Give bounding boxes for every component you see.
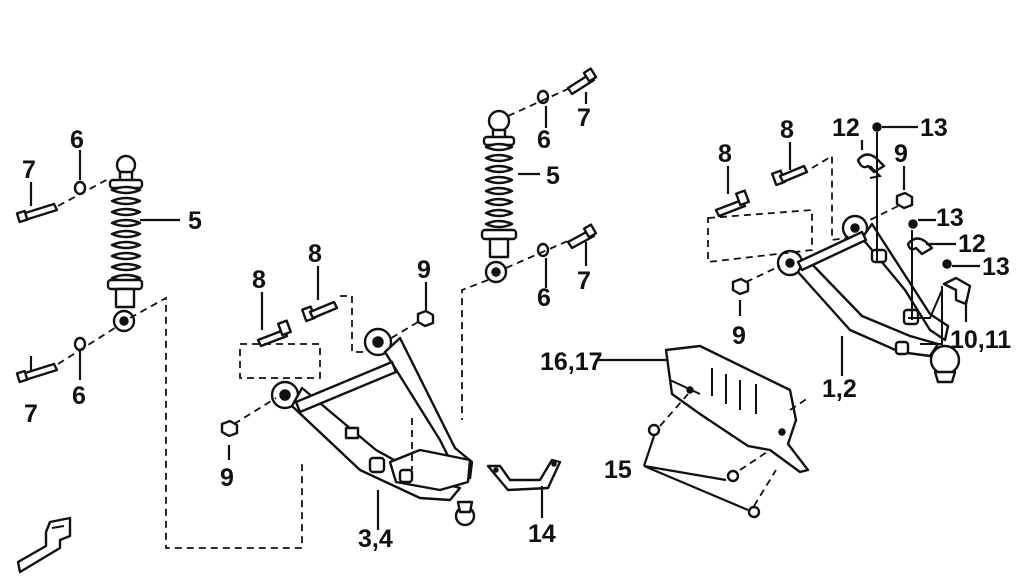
label-9-right-top: 9 xyxy=(894,140,908,168)
shock-absorber-left xyxy=(106,154,144,333)
nut-9-mid-bottom xyxy=(220,419,239,438)
nut-9-right-top xyxy=(895,191,914,210)
label-1-2: 1,2 xyxy=(822,375,857,403)
screw-15-b xyxy=(726,469,740,483)
bolt-7-right-top xyxy=(566,67,598,96)
label-5-left: 5 xyxy=(188,207,202,235)
label-6-left-top: 6 xyxy=(70,126,84,154)
bracket-14 xyxy=(486,458,562,492)
skid-plate-16-17 xyxy=(664,344,810,474)
label-9-right-bottom: 9 xyxy=(732,322,746,350)
clamp-12-mid xyxy=(906,237,934,256)
bolt-8-right-b xyxy=(770,164,809,187)
label-13-top: 13 xyxy=(920,114,948,142)
bolt-7-left-top xyxy=(15,202,59,224)
bolt-7-right-bottom xyxy=(566,223,598,250)
label-8-right-b: 8 xyxy=(780,116,794,144)
label-6-right-bottom: 6 xyxy=(537,284,551,312)
a-arm-3-4 xyxy=(270,327,476,527)
label-7-right-bottom: 7 xyxy=(577,267,591,295)
label-15: 15 xyxy=(604,456,632,484)
nut-9-mid-top xyxy=(416,309,435,328)
label-9-mid-bottom: 9 xyxy=(220,464,234,492)
screw-13-top xyxy=(872,122,882,132)
label-8-mid-a: 8 xyxy=(252,266,266,294)
label-10-11: 10,11 xyxy=(950,326,1011,354)
screw-15-c xyxy=(747,505,761,519)
label-6-left-bottom: 6 xyxy=(72,382,86,410)
label-6-right-top: 6 xyxy=(537,126,551,154)
bolt-8-mid-a xyxy=(256,319,292,348)
label-8-right-a: 8 xyxy=(718,140,732,168)
label-3-4: 3,4 xyxy=(358,525,393,553)
label-5-right: 5 xyxy=(546,162,560,190)
label-8-mid-b: 8 xyxy=(308,240,322,268)
screw-13-bottom xyxy=(942,259,952,269)
label-9-mid-top: 9 xyxy=(417,256,431,284)
bolt-8-mid-b xyxy=(300,300,339,323)
label-7-left-bottom: 7 xyxy=(24,400,38,428)
screw-15-a xyxy=(647,423,661,437)
bolt-8-right-a xyxy=(714,189,750,218)
label-13-mid: 13 xyxy=(936,204,964,232)
label-13-bottom: 13 xyxy=(982,253,1010,281)
label-12-top: 12 xyxy=(832,114,860,142)
label-16-17: 16,17 xyxy=(540,348,603,376)
clamp-12-top xyxy=(856,153,886,174)
bolt-7-left-bottom xyxy=(15,362,59,384)
nut-6-right-top xyxy=(536,89,550,105)
a-arm-1-2 xyxy=(776,214,961,384)
shock-absorber-right xyxy=(480,109,518,284)
label-7-left-top: 7 xyxy=(22,156,36,184)
screw-13-mid xyxy=(908,219,918,229)
front-direction-arrow-icon xyxy=(16,516,72,574)
label-7-right-top: 7 xyxy=(577,104,591,132)
label-14: 14 xyxy=(528,520,556,548)
label-12-mid: 12 xyxy=(958,230,986,258)
nut-9-right-bottom xyxy=(731,277,750,296)
